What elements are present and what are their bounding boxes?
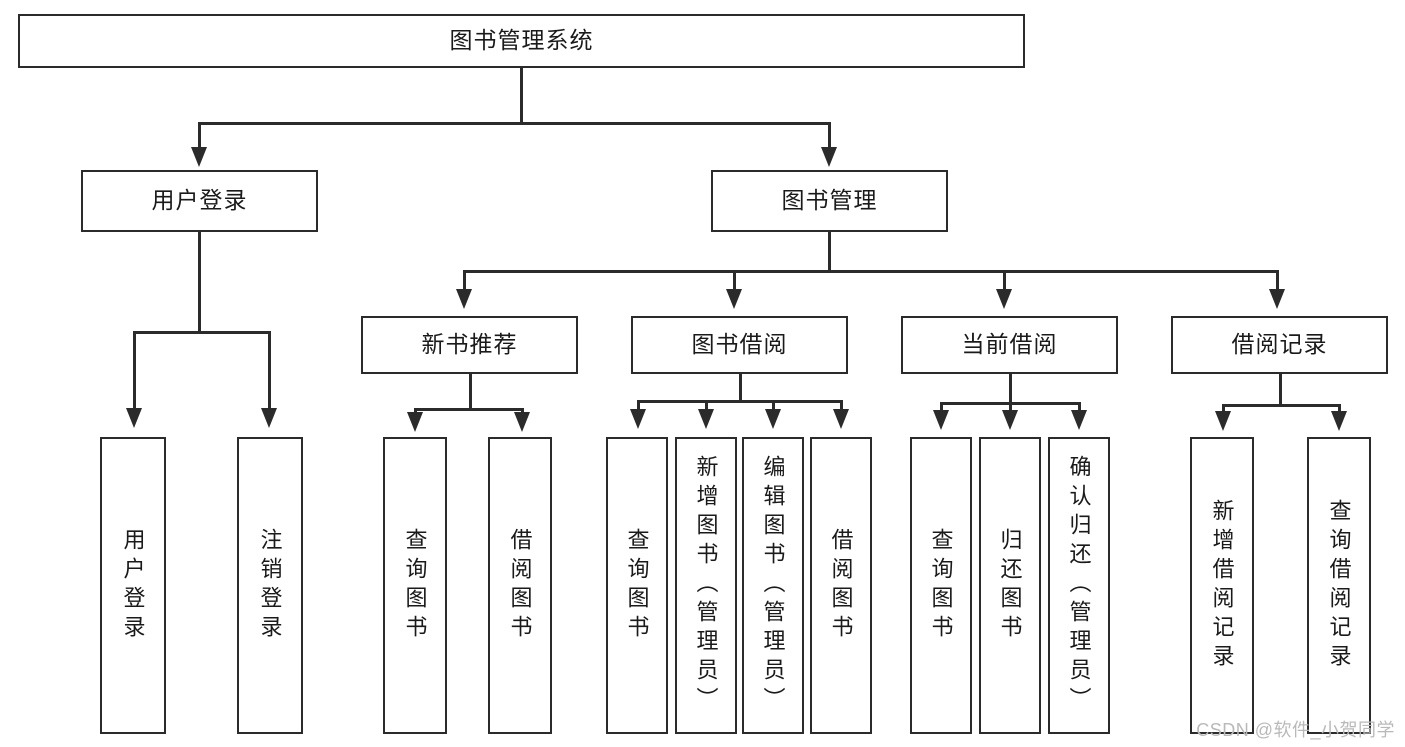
arrowhead-br-to-leaf-1 — [1215, 411, 1231, 431]
node-label: 新增借阅记录 — [1209, 498, 1235, 673]
connector-root-stem — [520, 68, 523, 124]
node-label: 查询图书 — [624, 527, 650, 644]
connector-new-book-bus — [414, 408, 524, 411]
connector-bm-to-current-borrow — [1003, 270, 1006, 292]
node-current-borrow[interactable]: 当前借阅 — [901, 316, 1118, 374]
connector-user-login-bus — [133, 331, 270, 334]
connector-root-to-book-management — [828, 122, 831, 150]
connector-book-management-bus — [463, 270, 1278, 273]
leaf-borrow-book-new-recommend[interactable]: 借阅图书 — [488, 437, 552, 734]
leaf-borrow-book[interactable]: 借阅图书 — [810, 437, 872, 734]
arrowhead-root-to-user-login — [191, 147, 207, 167]
node-label: 用户登录 — [120, 527, 146, 644]
node-new-book-recommend[interactable]: 新书推荐 — [361, 316, 578, 374]
node-book-borrow[interactable]: 图书借阅 — [631, 316, 848, 374]
arrowhead-user-login-to-leaf-1 — [126, 408, 142, 428]
leaf-query-book-current[interactable]: 查询图书 — [910, 437, 972, 734]
arrowhead-bm-to-new-book — [456, 289, 472, 309]
arrowhead-bb-to-leaf-3 — [765, 409, 781, 429]
connector-borrow-record-stem — [1279, 374, 1282, 406]
connector-borrow-record-bus — [1222, 404, 1340, 407]
connector-bm-to-borrow-record — [1276, 270, 1279, 292]
connector-book-borrow-stem — [739, 374, 742, 402]
connector-cb-to-leaf-1 — [940, 402, 943, 414]
leaf-add-borrow-record[interactable]: 新增借阅记录 — [1190, 437, 1254, 734]
connector-root-to-user-login — [198, 122, 201, 150]
connector-user-login-to-leaf-2 — [268, 331, 271, 411]
leaf-user-login[interactable]: 用户登录 — [100, 437, 166, 734]
node-label: 查询图书 — [402, 527, 428, 644]
node-label: 借阅图书 — [507, 527, 533, 644]
arrowhead-bb-to-leaf-2 — [698, 409, 714, 429]
connector-bm-to-book-borrow — [733, 270, 736, 292]
node-label: 新书推荐 — [421, 331, 518, 358]
node-book-management[interactable]: 图书管理 — [711, 170, 948, 232]
node-label: 借阅记录 — [1231, 331, 1328, 358]
arrowhead-br-to-leaf-2 — [1331, 411, 1347, 431]
arrowhead-bm-to-current-borrow — [996, 289, 1012, 309]
connector-bb-to-leaf-1 — [637, 400, 640, 412]
connector-bb-to-leaf-4 — [840, 400, 843, 412]
node-label: 借阅图书 — [828, 527, 854, 644]
node-label: 确认归还（管理员） — [1066, 455, 1092, 716]
arrowhead-bb-to-leaf-4 — [833, 409, 849, 429]
arrowhead-cb-to-leaf-3 — [1071, 410, 1087, 430]
connector-bb-to-leaf-3 — [772, 400, 775, 412]
csdn-watermark: CSDN @软件_小贺同学 — [1196, 720, 1395, 740]
node-label: 编辑图书（管理员） — [760, 455, 786, 716]
arrowhead-new-book-to-leaf-1 — [407, 412, 423, 432]
node-label: 图书借阅 — [691, 331, 788, 358]
leaf-logout[interactable]: 注销登录 — [237, 437, 303, 734]
node-label: 当前借阅 — [961, 331, 1058, 358]
leaf-add-book-admin[interactable]: 新增图书（管理员） — [675, 437, 737, 734]
node-label: 注销登录 — [257, 527, 283, 644]
leaf-query-book-borrow[interactable]: 查询图书 — [606, 437, 668, 734]
node-label: 图书管理系统 — [449, 27, 594, 54]
arrowhead-new-book-to-leaf-2 — [514, 412, 530, 432]
connector-user-login-stem — [198, 232, 201, 333]
arrowhead-user-login-to-leaf-2 — [261, 408, 277, 428]
arrowhead-root-to-book-management — [821, 147, 837, 167]
connector-bb-to-leaf-2 — [705, 400, 708, 412]
connector-new-book-stem — [469, 374, 472, 410]
connector-bm-to-new-book — [463, 270, 466, 292]
node-label: 新增图书（管理员） — [693, 455, 719, 716]
arrowhead-bm-to-book-borrow — [726, 289, 742, 309]
connector-br-to-leaf-1 — [1222, 404, 1225, 416]
leaf-query-book-new-recommend[interactable]: 查询图书 — [383, 437, 447, 734]
leaf-query-borrow-record[interactable]: 查询借阅记录 — [1307, 437, 1371, 734]
node-label: 用户登录 — [151, 187, 248, 214]
node-borrow-record[interactable]: 借阅记录 — [1171, 316, 1388, 374]
node-root-book-management-system[interactable]: 图书管理系统 — [18, 14, 1025, 68]
connector-current-borrow-stem — [1009, 374, 1012, 404]
node-label: 查询借阅记录 — [1326, 498, 1352, 673]
node-label: 查询图书 — [928, 527, 954, 644]
node-user-login[interactable]: 用户登录 — [81, 170, 318, 232]
arrowhead-bb-to-leaf-1 — [630, 409, 646, 429]
connector-user-login-to-leaf-1 — [133, 331, 136, 411]
leaf-return-book[interactable]: 归还图书 — [979, 437, 1041, 734]
leaf-confirm-return-admin[interactable]: 确认归还（管理员） — [1048, 437, 1110, 734]
connector-book-management-stem — [828, 232, 831, 272]
connector-br-to-leaf-2 — [1338, 404, 1341, 416]
arrowhead-cb-to-leaf-1 — [933, 410, 949, 430]
leaf-edit-book-admin[interactable]: 编辑图书（管理员） — [742, 437, 804, 734]
connector-root-bus — [198, 122, 831, 125]
arrowhead-bm-to-borrow-record — [1269, 289, 1285, 309]
node-label: 归还图书 — [997, 527, 1023, 644]
connector-cb-to-leaf-3 — [1078, 402, 1081, 414]
connector-cb-to-leaf-2 — [1009, 402, 1012, 414]
connector-book-borrow-bus — [637, 400, 842, 403]
arrowhead-cb-to-leaf-2 — [1002, 410, 1018, 430]
node-label: 图书管理 — [781, 187, 878, 214]
